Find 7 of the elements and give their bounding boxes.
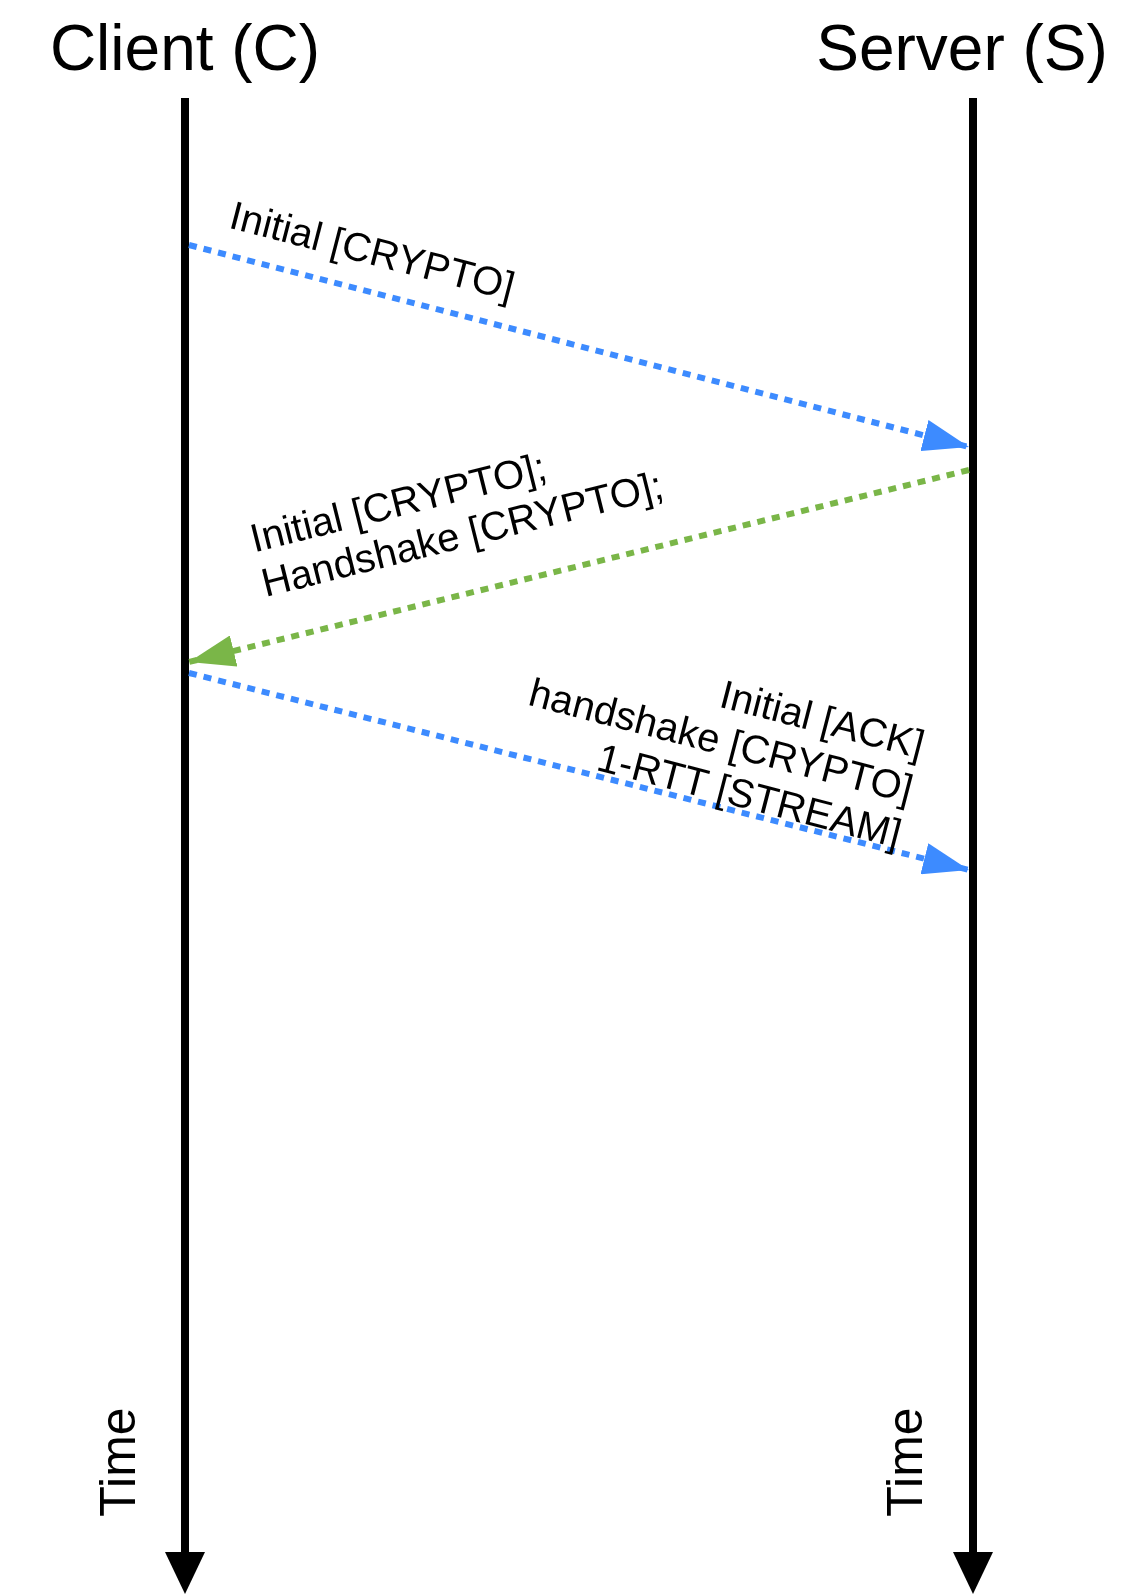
axis-label: Time <box>90 1407 146 1517</box>
message-arrow <box>188 670 970 875</box>
message-arrow <box>188 242 970 451</box>
message-arrow <box>188 467 970 667</box>
axis-label: Time <box>877 1407 933 1517</box>
participant-heading: Server (S) <box>816 10 1108 86</box>
participant-heading: Client (C) <box>49 10 321 86</box>
